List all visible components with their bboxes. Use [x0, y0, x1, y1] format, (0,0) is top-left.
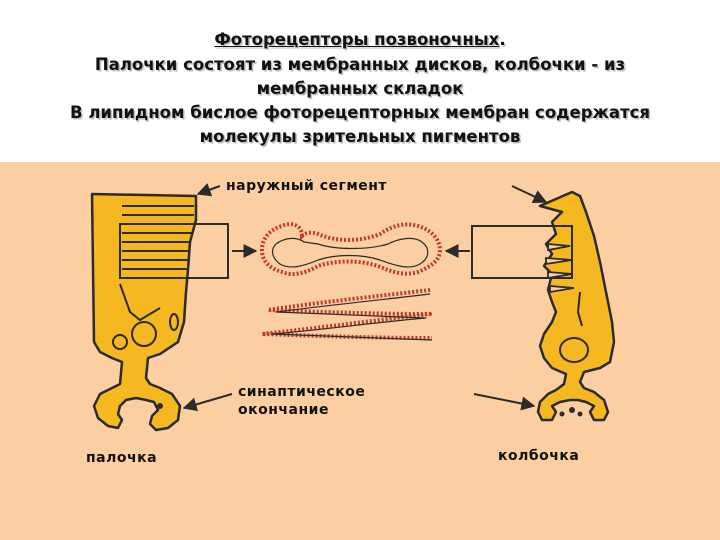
subtitle-line-2: Палочки состоят из мембранных дисков, ко… [94, 55, 626, 74]
rod-nucleus [131, 321, 157, 347]
outer-segment-arrow-right [511, 185, 548, 203]
subtitle-line-4: В липидном бислое фоторецепторных мембра… [70, 103, 650, 122]
cone-nucleus [559, 337, 589, 363]
cone-vesicle-2 [559, 411, 565, 417]
label-cone: колбочка [498, 448, 579, 464]
page-title: Фоторецепторы позвоночных [214, 30, 500, 49]
rod-cell [90, 192, 229, 432]
label-synaptic-ending-1: синаптическое [238, 384, 365, 400]
title-line: Фоторецепторы позвоночных. [0, 30, 720, 49]
label-outer-segment: наружный сегмент [226, 178, 387, 194]
cone-vesicle-1 [569, 407, 575, 413]
title-suffix: . [499, 30, 506, 49]
fold-membrane-outer [260, 288, 433, 340]
synaptic-arrow-left [182, 393, 233, 412]
rod-organelle [169, 313, 179, 331]
fold-membrane-inner [271, 293, 433, 341]
outer-segment-arrow-left [196, 183, 221, 197]
diagram-canvas: наружный сегмент синаптическое окончание… [86, 178, 616, 466]
rod-zoom-box [119, 223, 229, 279]
rod-body [90, 192, 198, 432]
subtitle-line-3: мембранных складок [256, 79, 464, 98]
synaptic-arrow-right [473, 393, 536, 411]
photoreceptor-diagram: наружный сегмент синаптическое окончание… [0, 162, 720, 540]
label-synaptic-ending-2: окончание [238, 402, 329, 418]
disc-membrane-inner [271, 237, 429, 268]
cone-cell [471, 190, 616, 422]
rod-disc-magnified [259, 222, 443, 276]
cone-folds [545, 243, 575, 294]
rod-small-circle [112, 334, 128, 350]
cone-vesicle-3 [577, 411, 583, 417]
cone-zoom-box [471, 225, 573, 279]
subtitle-line-5: молекулы зрительных пигментов [199, 127, 521, 146]
rod-synapse-vesicle [157, 403, 163, 409]
header: Фоторецепторы позвоночных. Палочки состо… [0, 0, 720, 160]
label-rod: палочка [86, 450, 157, 466]
cone-folds-magnified [260, 288, 433, 341]
rod-cilium [119, 283, 161, 322]
cone-cilium [576, 291, 583, 327]
